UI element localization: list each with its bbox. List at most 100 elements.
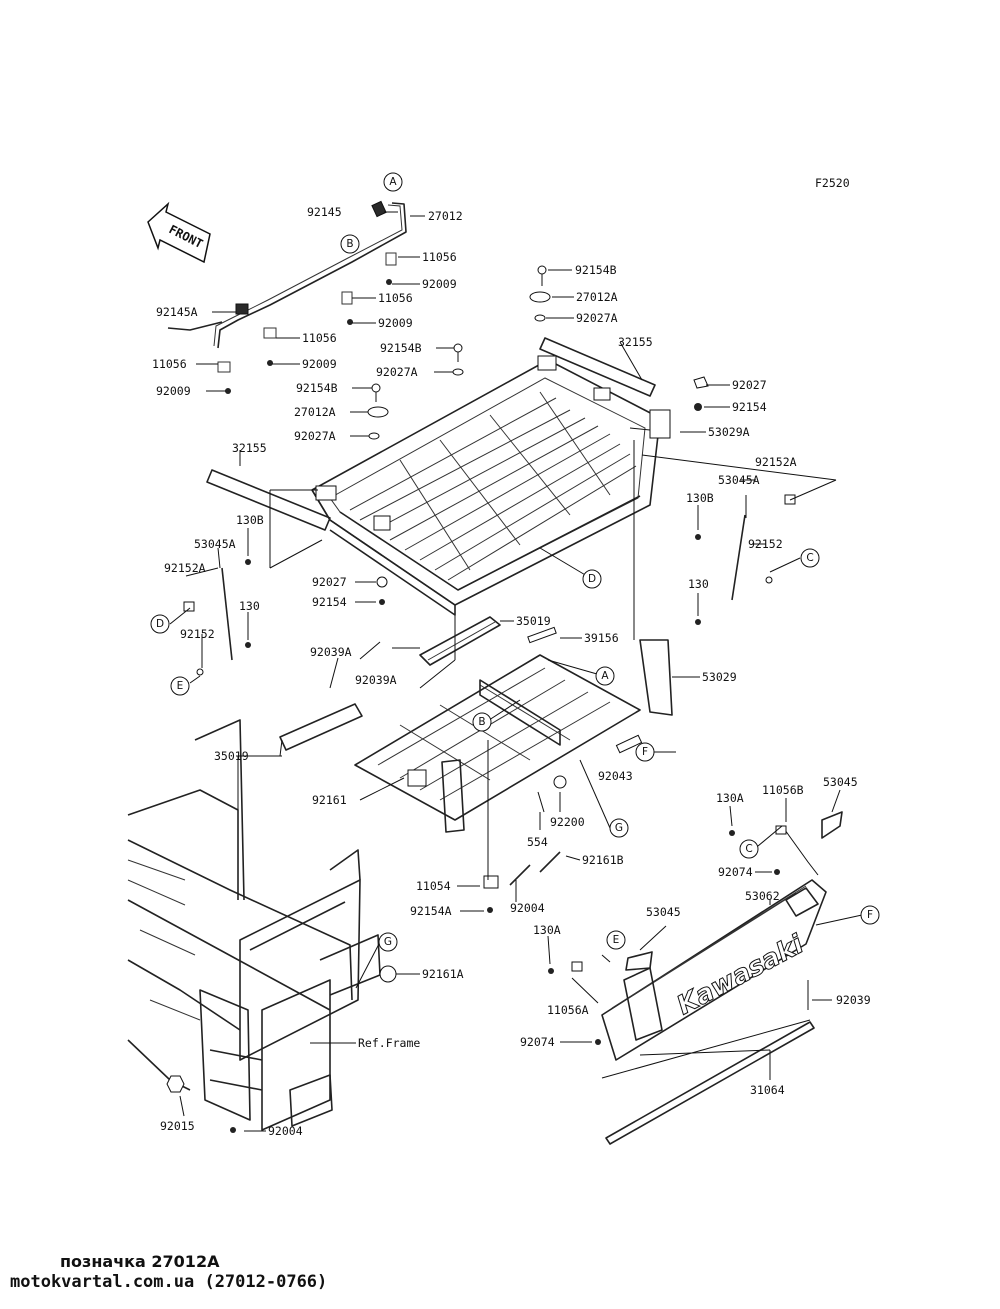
part-label: 92154B xyxy=(575,263,617,277)
callout-b-top: B xyxy=(346,238,353,250)
callout-g-frame: G xyxy=(615,822,623,834)
part-label: 53029A xyxy=(708,425,750,439)
small-parts xyxy=(483,734,643,913)
part-label: 35019 xyxy=(214,749,249,763)
rail-right xyxy=(539,337,656,397)
part-label: 92161B xyxy=(582,853,624,867)
diagram-code: F2520 xyxy=(815,176,850,190)
part-label: 130B xyxy=(686,491,714,505)
part-label: 92152A xyxy=(164,561,206,575)
caption: позначка 27012A xyxy=(60,1252,220,1271)
kawasaki-decal: Kawasaki xyxy=(672,929,809,1021)
part-label: 53045A xyxy=(194,537,236,551)
part-label: 92200 xyxy=(550,815,585,829)
part-label: 11056 xyxy=(302,331,337,345)
part-label: 130 xyxy=(688,577,709,591)
part-label: 32155 xyxy=(232,441,267,455)
leader-lines xyxy=(169,211,863,1132)
cargo-bed xyxy=(311,355,671,616)
side-panel-53029-left xyxy=(441,759,465,833)
callout-d-bed: D xyxy=(588,573,596,585)
callout-circles: A B D D C E A B F G C E F G xyxy=(150,172,880,952)
part-label: 92074 xyxy=(520,1035,555,1049)
part-label: 92152 xyxy=(180,627,215,641)
watermark: motokvartal.com.ua (27012-0766) xyxy=(10,1272,328,1292)
vehicle-frame xyxy=(127,719,381,1133)
part-label: 11056 xyxy=(152,357,187,371)
part-label: 92154 xyxy=(312,595,347,609)
bracket-35019-left xyxy=(279,703,363,751)
part-label: 27012A xyxy=(294,405,336,419)
part-label: 32155 xyxy=(618,335,653,349)
part-label: 92039 xyxy=(836,993,871,1007)
callout-d-left: D xyxy=(156,618,164,630)
front-arrow-icon: FRONT xyxy=(147,201,211,264)
callout-f-tailgate: F xyxy=(867,909,873,921)
part-label: 39156 xyxy=(584,631,619,645)
callout-g-frame-end: G xyxy=(384,936,392,948)
side-panel-53029 xyxy=(639,639,673,716)
callout-f-frame: F xyxy=(642,746,648,758)
part-label: 35019 xyxy=(516,614,551,628)
part-label: 92154 xyxy=(732,400,767,414)
part-label: 92004 xyxy=(268,1124,303,1138)
part-label: 92039A xyxy=(310,645,352,659)
damper-right xyxy=(695,494,796,625)
part-label: 27012A xyxy=(576,290,618,304)
part-label: 92039A xyxy=(355,673,397,687)
callout-c-right: C xyxy=(806,552,813,564)
rail-left xyxy=(206,469,331,531)
part-label: 11054 xyxy=(416,879,451,893)
bracket-35019-top xyxy=(419,616,501,666)
part-label: 92009 xyxy=(378,316,413,330)
part-label: 130 xyxy=(239,599,260,613)
part-label: 11056 xyxy=(378,291,413,305)
part-label: 554 xyxy=(527,835,548,849)
ref-frame-label: Ref.Frame xyxy=(358,1036,420,1050)
part-label: 92074 xyxy=(718,865,753,879)
part-label: 11056A xyxy=(547,1003,589,1017)
damper-left xyxy=(183,559,251,676)
part-label: 130A xyxy=(716,791,744,805)
tailgate-latches xyxy=(548,811,843,1045)
part-label: 92152A xyxy=(755,455,797,469)
part-label: 92145A xyxy=(156,305,198,319)
part-label: 27012 xyxy=(428,209,463,223)
part-label: 92015 xyxy=(160,1119,195,1133)
cap-92161A xyxy=(379,965,397,983)
part-label: 92161 xyxy=(312,793,347,807)
part-label: 92043 xyxy=(598,769,633,783)
part-label: 53062 xyxy=(745,889,780,903)
part-label: 11056B xyxy=(762,783,804,797)
part-label: 31064 xyxy=(750,1083,785,1097)
sub-frame xyxy=(354,654,641,821)
part-label: 130A xyxy=(533,923,561,937)
part-label: 92027A xyxy=(294,429,336,443)
part-label: 92009 xyxy=(302,357,337,371)
part-label: 130B xyxy=(236,513,264,527)
part-label: 53045A xyxy=(718,473,760,487)
callout-e-tailgate: E xyxy=(613,934,620,946)
part-label: 92027 xyxy=(732,378,767,392)
part-label: 92004 xyxy=(510,901,545,915)
part-label: 92154A xyxy=(410,904,452,918)
callout-e-left: E xyxy=(177,680,184,692)
rod-31064 xyxy=(605,1021,815,1145)
part-label: 92027A xyxy=(376,365,418,379)
part-labels: 92145 27012 11056 92009 11056 92009 9214… xyxy=(152,205,871,1138)
part-label: 92154B xyxy=(380,341,422,355)
plate-39156 xyxy=(527,626,557,644)
part-label: 53029 xyxy=(702,670,737,684)
part-label: 92009 xyxy=(156,384,191,398)
part-label: 53045 xyxy=(646,905,681,919)
part-label: 92027A xyxy=(576,311,618,325)
part-label: 92145 xyxy=(307,205,342,219)
cable-assembly xyxy=(167,200,407,394)
part-label: 11056 xyxy=(422,250,457,264)
part-label: 92027 xyxy=(312,575,347,589)
callout-c-tailgate: C xyxy=(745,843,752,855)
part-label: 92152 xyxy=(748,537,783,551)
part-label: 53045 xyxy=(823,775,858,789)
part-label: 92161A xyxy=(422,967,464,981)
